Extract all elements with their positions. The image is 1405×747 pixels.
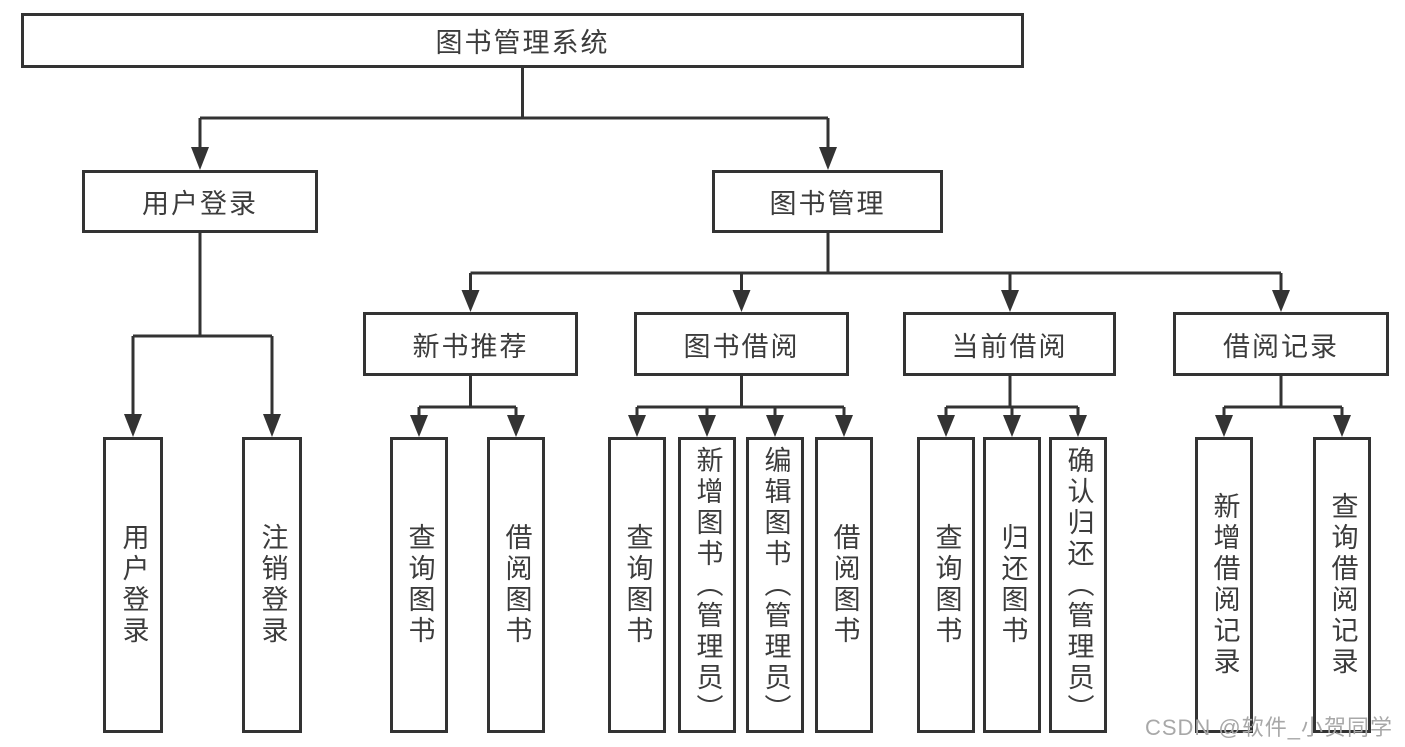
node-label: 图书管理: [769, 189, 886, 219]
leaf-borrow-books-recommend: 借阅图书: [487, 437, 545, 733]
node-label: 借阅图书: [829, 523, 860, 647]
node-borrowing-records: 借阅记录: [1173, 312, 1389, 376]
node-label: 新增借阅记录: [1209, 492, 1240, 678]
node-label: 查询图书: [404, 523, 435, 647]
node-label: 新书推荐: [412, 331, 529, 362]
leaf-edit-book-admin: 编辑图书（管理员）: [746, 437, 804, 733]
node-label: 注销登录: [257, 523, 288, 647]
node-label: 查询借阅记录: [1327, 492, 1358, 678]
node-book-borrowing: 图书借阅: [634, 312, 849, 376]
node-label: 查询图书: [931, 523, 962, 647]
node-label: 编辑图书（管理员）: [760, 445, 791, 725]
leaf-borrow-books-borrowing: 借阅图书: [815, 437, 873, 733]
node-label: 归还图书: [997, 523, 1028, 647]
node-library-management-system: 图书管理系统: [21, 13, 1024, 68]
leaf-user-login: 用户登录: [103, 437, 163, 733]
node-label: 用户登录: [118, 523, 149, 647]
leaf-add-borrow-record: 新增借阅记录: [1195, 437, 1253, 733]
leaf-query-books-borrowing: 查询图书: [608, 437, 666, 733]
node-label: 当前借阅: [951, 331, 1068, 362]
node-label: 确认归还（管理员）: [1063, 445, 1094, 725]
node-label: 借阅图书: [501, 523, 532, 647]
node-current-borrowing: 当前借阅: [903, 312, 1116, 376]
node-label: 图书借阅: [683, 331, 800, 362]
csdn-watermark: CSDN @软件_小贺同学: [1144, 715, 1393, 740]
node-label: 借阅记录: [1223, 331, 1339, 362]
node-book-management-branch: 图书管理: [712, 170, 943, 233]
node-label: 用户登录: [142, 189, 258, 219]
node-label: 新增图书（管理员）: [692, 445, 723, 725]
leaf-return-book: 归还图书: [983, 437, 1041, 733]
node-label: 图书管理系统: [435, 28, 610, 58]
leaf-add-book-admin: 新增图书（管理员）: [678, 437, 736, 733]
leaf-query-books-current: 查询图书: [917, 437, 975, 733]
leaf-confirm-return-admin: 确认归还（管理员）: [1049, 437, 1107, 733]
leaf-query-books-recommend: 查询图书: [390, 437, 448, 733]
leaf-logout: 注销登录: [242, 437, 302, 733]
node-label: 查询图书: [622, 523, 653, 647]
node-new-book-recommendation: 新书推荐: [363, 312, 578, 376]
leaf-query-borrow-record: 查询借阅记录: [1313, 437, 1371, 733]
node-user-login-branch: 用户登录: [82, 170, 318, 233]
